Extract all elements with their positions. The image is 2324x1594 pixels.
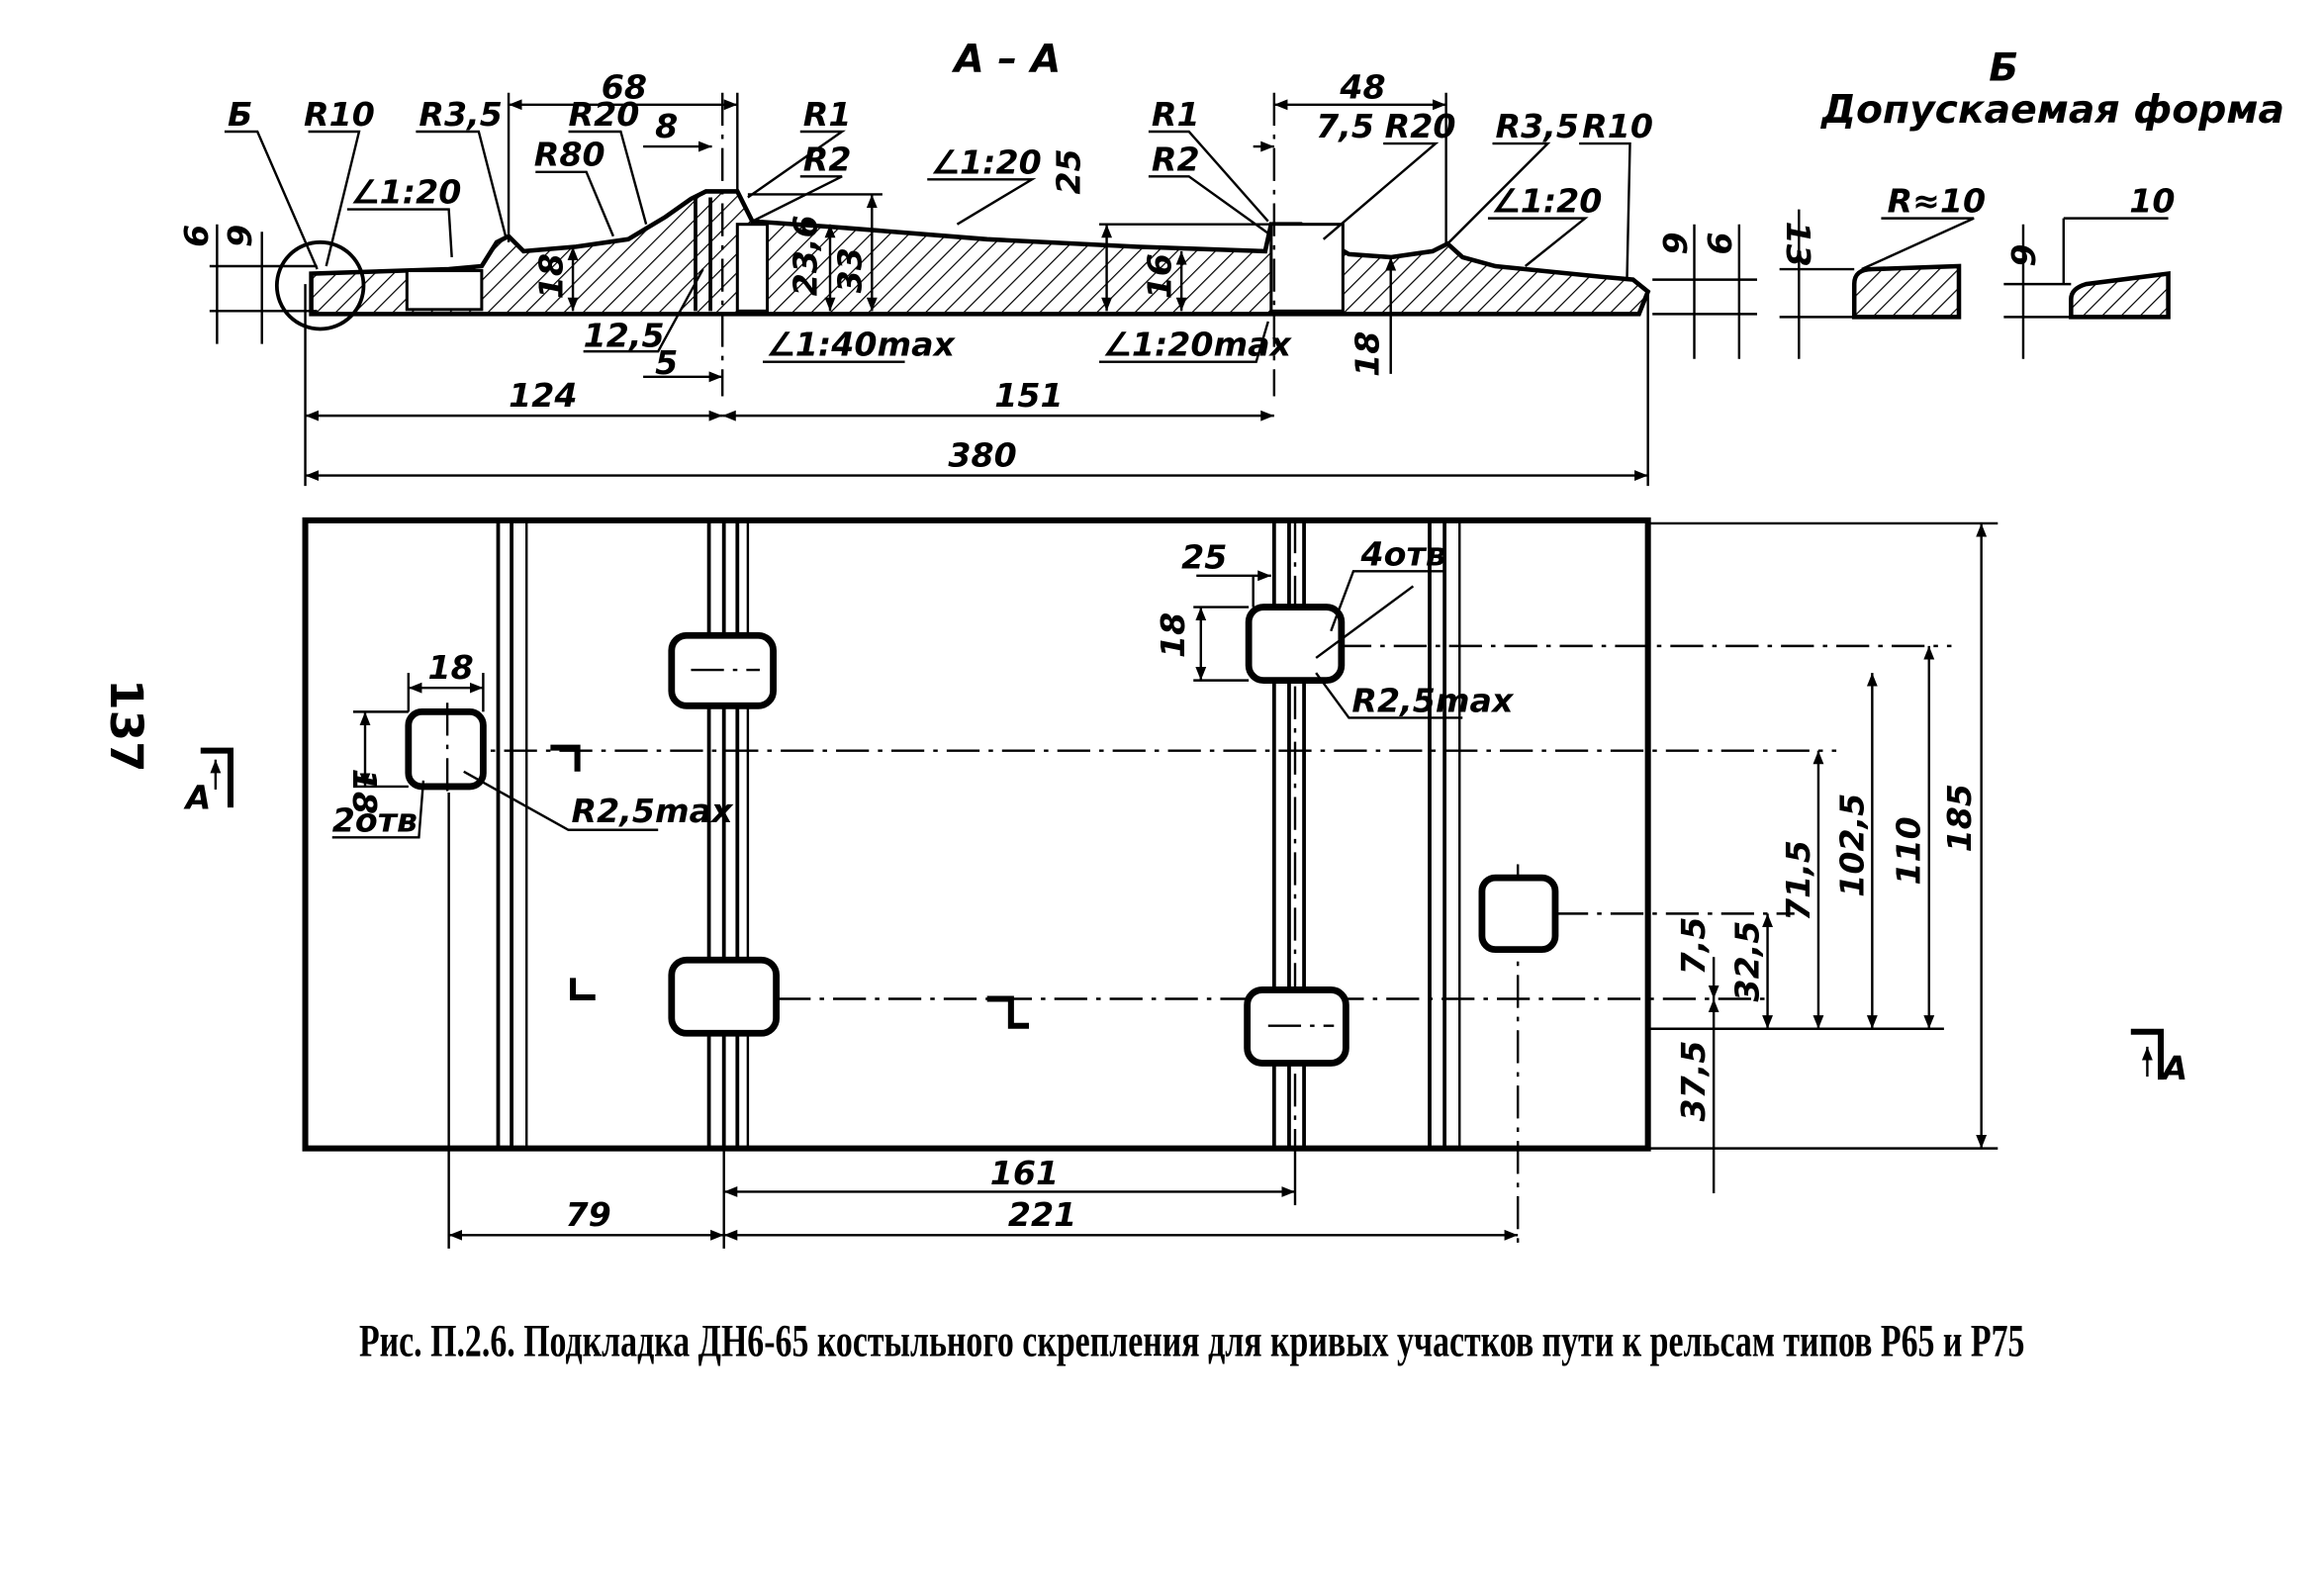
label-110: 110	[1890, 816, 1928, 885]
figure-caption: Рис. П.2.6. Подкладка ДН6-65 костыльного…	[359, 1316, 2025, 1367]
spike-hole	[668, 956, 780, 1037]
spike-hole	[1478, 874, 1559, 954]
label-left-hole-w: 18	[427, 648, 473, 687]
label-slope-1: ∠1:20	[350, 173, 461, 212]
label-185: 185	[1940, 784, 1979, 852]
label-5: 5	[655, 343, 678, 382]
label-32-5: 32,5	[1727, 921, 1766, 1002]
label-12-5: 12,5	[584, 317, 665, 355]
label-slope-1-20max: ∠1:20max	[1102, 326, 1293, 364]
label-33: 33	[831, 247, 870, 293]
label-7-5-plan: 7,5	[1674, 916, 1713, 975]
label-6-left: 6	[220, 225, 258, 247]
label-left-hole-h: 18	[345, 769, 384, 814]
label-16: 16	[1141, 253, 1179, 299]
section-profile	[209, 92, 1757, 487]
label-8: 8	[655, 107, 678, 145]
label-slope-2: ∠1:20	[930, 142, 1041, 181]
label-r10: R10	[304, 95, 375, 134]
label-9-left: 9	[176, 225, 215, 247]
label-b: Б	[228, 95, 252, 134]
dim-124: 124	[509, 376, 577, 415]
plan-labels: 18 18 2отв R2,5max 25 18 4отв R2,5max 71…	[332, 534, 1979, 1234]
detail-13: 13	[1779, 222, 1817, 267]
label-r2-left: R2	[803, 140, 852, 178]
label-right-radius: R2,5max	[1351, 681, 1515, 719]
section-mark-left: А	[183, 779, 212, 817]
label-23-6: 23,6	[786, 215, 824, 296]
label-221: 221	[1008, 1195, 1076, 1234]
label-r1-right: R1	[1152, 95, 1200, 134]
label-68: 68	[602, 68, 647, 107]
spike-hole	[405, 707, 487, 791]
plate-mark	[550, 744, 581, 772]
plate-outline	[302, 516, 1651, 1152]
spike-hole	[1245, 604, 1346, 685]
label-71-5: 71,5	[1779, 840, 1817, 921]
label-slope-1-40: ∠1:40max	[766, 326, 957, 364]
section-profile-labels: А – А Б R10 R3,5 68 R20 8 R80 R1 R2 ∠1:2…	[176, 38, 1738, 475]
plate-mark	[986, 995, 1029, 1029]
detail-10: 10	[2129, 182, 2175, 221]
page-number: 137	[100, 679, 152, 773]
label-right-holes-note: 4отв	[1359, 534, 1445, 573]
plate-mark	[570, 978, 596, 1001]
profile-gap-1	[405, 269, 484, 312]
label-48: 48	[1339, 68, 1385, 107]
label-r1-left: R1	[803, 95, 852, 134]
label-r20: R20	[569, 95, 640, 134]
detail-r10: R≈10	[1887, 182, 1986, 221]
label-r20-right: R20	[1385, 107, 1456, 145]
label-r10-right: R10	[1582, 107, 1653, 145]
label-25: 25	[1049, 148, 1087, 194]
profile-gap-3	[1269, 223, 1345, 313]
label-6-right: 6	[1655, 232, 1694, 254]
label-right-hole-w: 25	[1181, 537, 1227, 576]
dim-151: 151	[994, 376, 1063, 415]
label-left-radius: R2,5max	[572, 792, 735, 830]
detail-title: Б	[1989, 47, 2018, 91]
label-37-5: 37,5	[1674, 1040, 1713, 1121]
label-18-b: 18	[1348, 331, 1387, 377]
label-18-a: 18	[531, 253, 570, 299]
detail-subtitle: Допускаемая форма	[1819, 88, 2284, 133]
plan-view: А А 137	[100, 516, 2188, 1249]
label-9-right: 9	[1700, 232, 1738, 254]
label-r3-5: R3,5	[418, 95, 502, 134]
label-102-5: 102,5	[1832, 794, 1871, 897]
label-right-hole-h: 18	[1154, 612, 1192, 658]
section-mark-right: А	[2160, 1049, 2188, 1087]
detail-6: 6	[2003, 243, 2042, 266]
label-slope-3: ∠1:20	[1491, 182, 1602, 221]
profile-gap-2	[735, 223, 770, 313]
section-title: А – А	[951, 38, 1061, 82]
label-r2-right: R2	[1152, 140, 1200, 178]
label-79: 79	[566, 1195, 611, 1234]
label-r3-5-right: R3,5	[1496, 107, 1579, 145]
label-left-holes-note: 2отв	[332, 800, 418, 839]
dim-380: 380	[948, 436, 1016, 475]
label-161: 161	[990, 1154, 1059, 1192]
detail-b: Б Допускаемая форма 13 R≈10 10 6	[1779, 47, 2284, 359]
label-7-5: 7,5	[1316, 107, 1374, 145]
label-r80: R80	[534, 136, 605, 174]
